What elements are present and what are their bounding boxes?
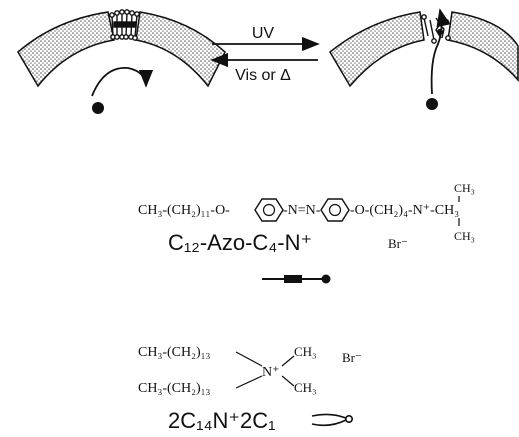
azo-symbol xyxy=(262,274,331,284)
right-membrane-right-segment xyxy=(447,11,519,82)
ammonium-methyl-2: CH₃ xyxy=(294,380,317,395)
azo-formula-left: CH₃-(CH₂)₁₁-O- xyxy=(138,203,230,218)
ammonium-chain-2: CH₃-(CH₂)₁₃ xyxy=(138,381,211,396)
left-membrane-right-segment xyxy=(135,11,226,88)
azo-counter-ion: Br⁻ xyxy=(388,236,408,251)
ammonium-nitrogen: N⁺ xyxy=(262,365,280,380)
left-lipid-bundle xyxy=(109,9,140,41)
benzene-ring-1 xyxy=(254,198,284,222)
ammonium-bond-4 xyxy=(281,375,295,387)
ammonium-chain-1: CH₃-(CH₂)₁₃ xyxy=(138,345,211,360)
ammonium-symbol xyxy=(311,413,353,427)
azo-methyl-top: CH₃ xyxy=(454,181,475,195)
ammonium-counter-ion: Br⁻ xyxy=(342,350,362,365)
ammonium-compound-name: 2C₁₄N⁺2C₁ xyxy=(168,408,276,433)
right-pass-arrow xyxy=(430,8,451,95)
azo-amphiphile-structure: CH₃-(CH₂)₁₁-O- -N=N- -O-(CH₂)₄-N⁺-CH₃ CH… xyxy=(138,181,475,284)
reaction-arrows: UV Vis or Δ xyxy=(210,25,320,84)
left-probe-ball xyxy=(92,102,104,114)
right-membrane-open xyxy=(329,8,519,110)
right-lipid-bundle xyxy=(421,14,451,44)
vis-label: Vis or Δ xyxy=(235,67,291,84)
right-membrane-left-segment xyxy=(329,11,425,88)
ammonium-methyl-1: CH₃ xyxy=(294,344,317,359)
left-bounce-arrow xyxy=(91,67,154,97)
azo-formula-right: -O-(CH₂)₄-N⁺-CH₃ xyxy=(350,203,459,218)
azo-methyl-bottom: CH₃ xyxy=(454,229,475,243)
right-probe-ball xyxy=(426,98,438,110)
left-membrane-left-segment xyxy=(17,11,115,88)
benzene-ring-2 xyxy=(320,198,350,222)
ammonium-bond-3 xyxy=(281,355,295,367)
azo-compound-name: C₁₂-Azo-C₄-N⁺ xyxy=(168,230,312,255)
left-membrane-closed xyxy=(17,9,226,114)
ammonium-structure: CH₃-(CH₂)₁₃ CH₃-(CH₂)₁₃ N⁺ CH₃ CH₃ Br⁻ 2… xyxy=(138,344,362,433)
uv-label: UV xyxy=(252,25,275,42)
ammonium-bond-1 xyxy=(235,351,263,367)
ammonium-bond-2 xyxy=(235,375,263,389)
azo-link: -N=N- xyxy=(283,203,321,218)
